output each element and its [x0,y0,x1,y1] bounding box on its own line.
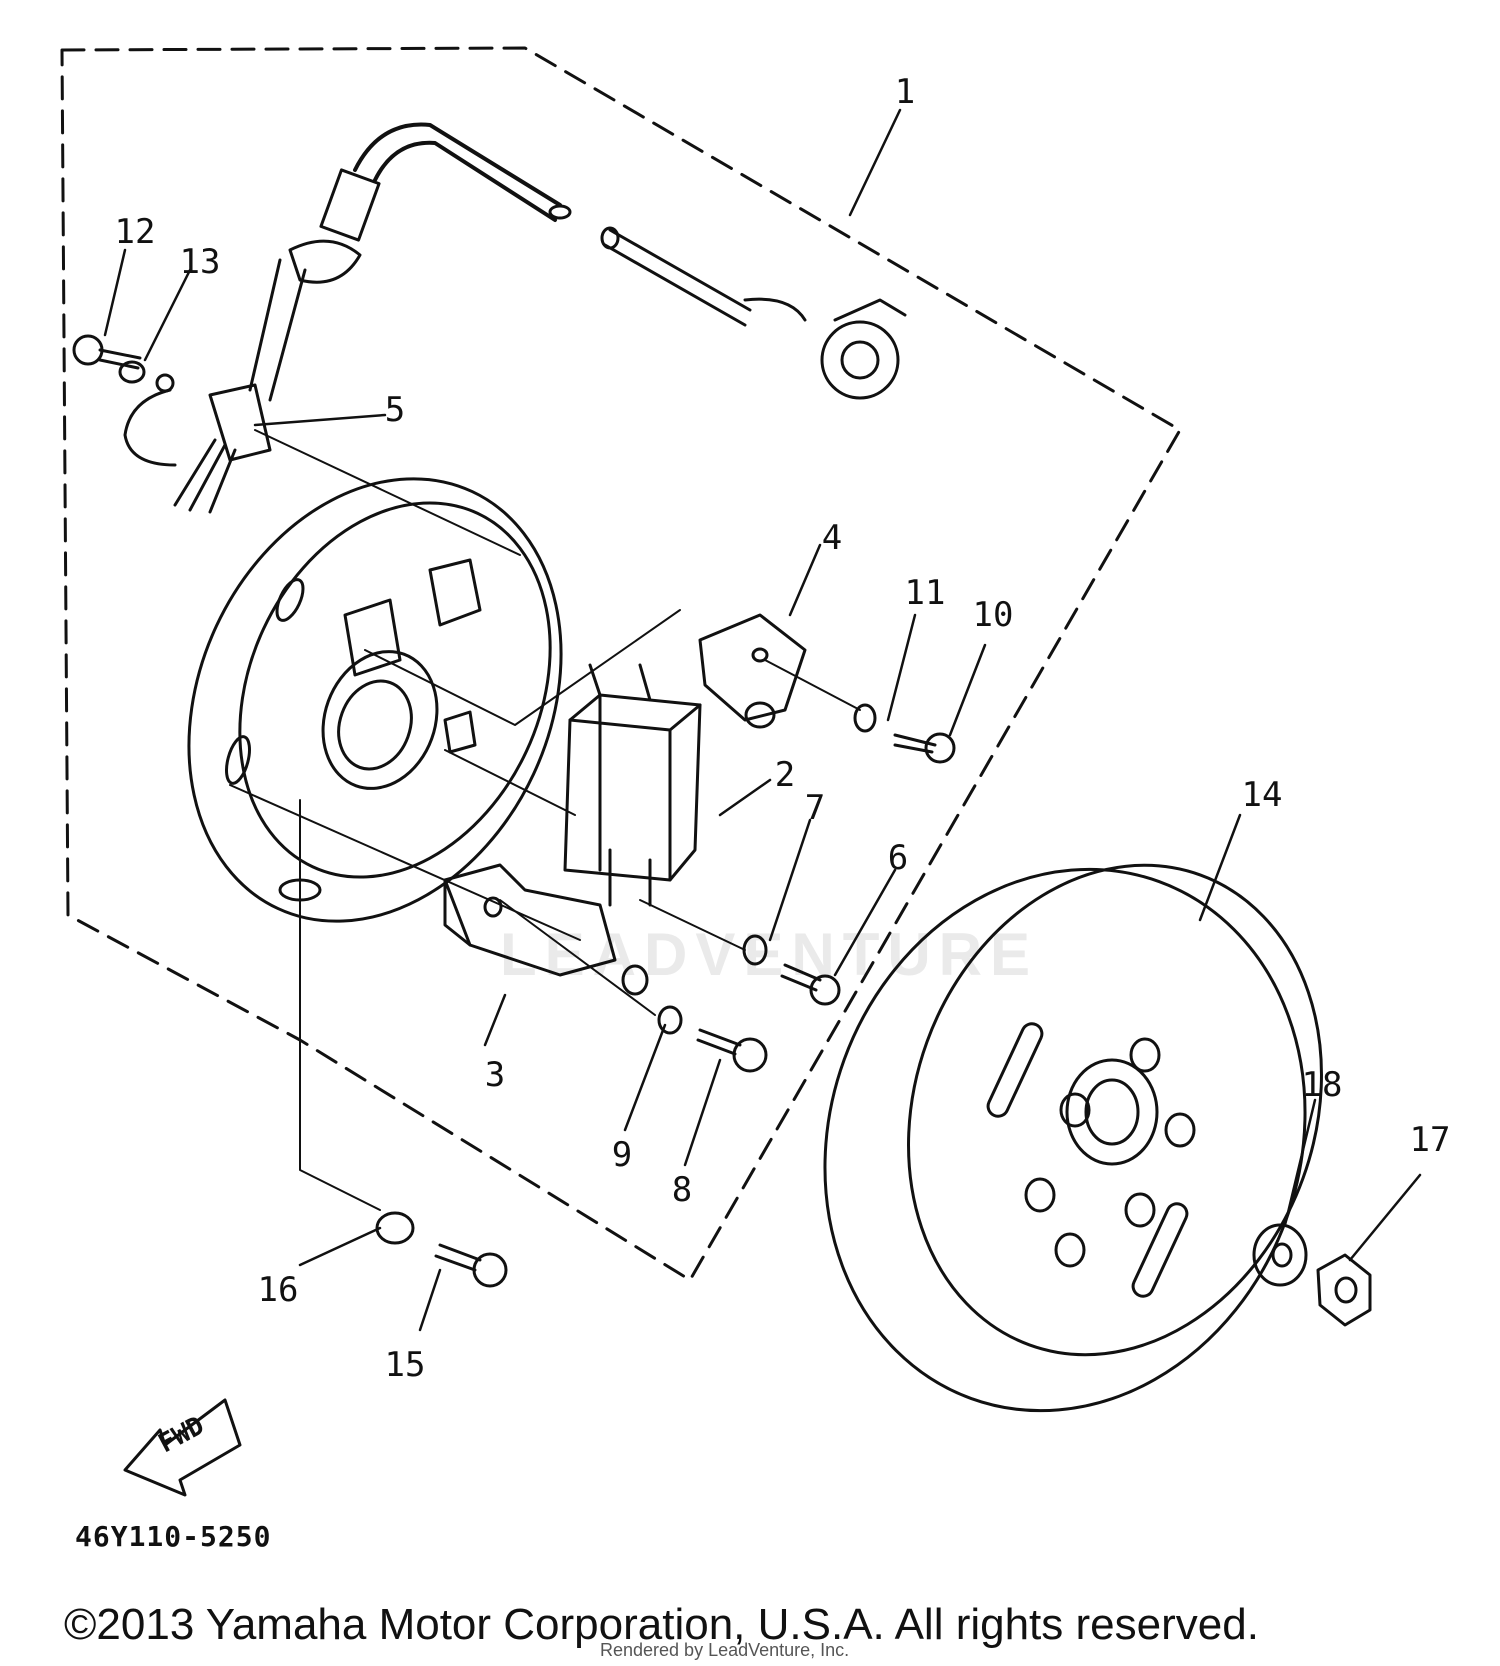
callout-10: 10 [972,595,1014,635]
callout-13: 13 [179,242,221,282]
washer-16 [375,1211,415,1245]
callout-18: 18 [1301,1065,1343,1105]
screw-10 [893,732,956,764]
stator-base-plate [187,477,563,923]
callout-2: 2 [774,755,796,795]
charge-coil [698,613,807,729]
callout-9: 9 [611,1135,633,1175]
copyright-notice: ©2013 Yamaha Motor Corporation, U.S.A. A… [64,1600,1259,1649]
fwd-arrow-shape [123,1398,242,1497]
assembly-boundary [60,46,1182,1282]
callout-16: 16 [257,1270,299,1310]
washer-11 [853,703,877,733]
callout-11: 11 [904,573,946,613]
nut-17 [1316,1253,1372,1327]
callout-14: 14 [1241,775,1283,815]
rendered-by-notice: Rendered by LeadVenture, Inc. [600,1640,850,1660]
screw-8 [696,1028,768,1073]
washer-9 [657,1005,683,1035]
callout-6: 6 [887,838,909,878]
screw-12 [72,334,142,370]
cdi-unit [563,663,702,907]
callout-1: 1 [894,72,916,112]
diagram-code: 46Y110-5250 [75,1520,272,1553]
callout-3: 3 [484,1055,506,1095]
screw-6 [780,963,841,1006]
callout-4: 4 [821,518,843,558]
flywheel-rotor [823,863,1323,1413]
callout-17: 17 [1409,1120,1451,1160]
washer-13 [118,360,146,384]
lead-wire-harness [248,122,907,402]
washer-7 [742,934,768,966]
callout-7: 7 [804,788,826,828]
callout-12: 12 [114,212,156,252]
washer-18 [1252,1223,1308,1287]
callout-15: 15 [384,1345,426,1385]
callout-leaders [103,108,1422,1332]
leader-lines [229,429,861,1211]
screw-15 [434,1243,508,1288]
pickup-coil [443,863,649,996]
callout-8: 8 [671,1170,693,1210]
callout-5: 5 [384,390,406,430]
lead-clamp [123,373,272,514]
